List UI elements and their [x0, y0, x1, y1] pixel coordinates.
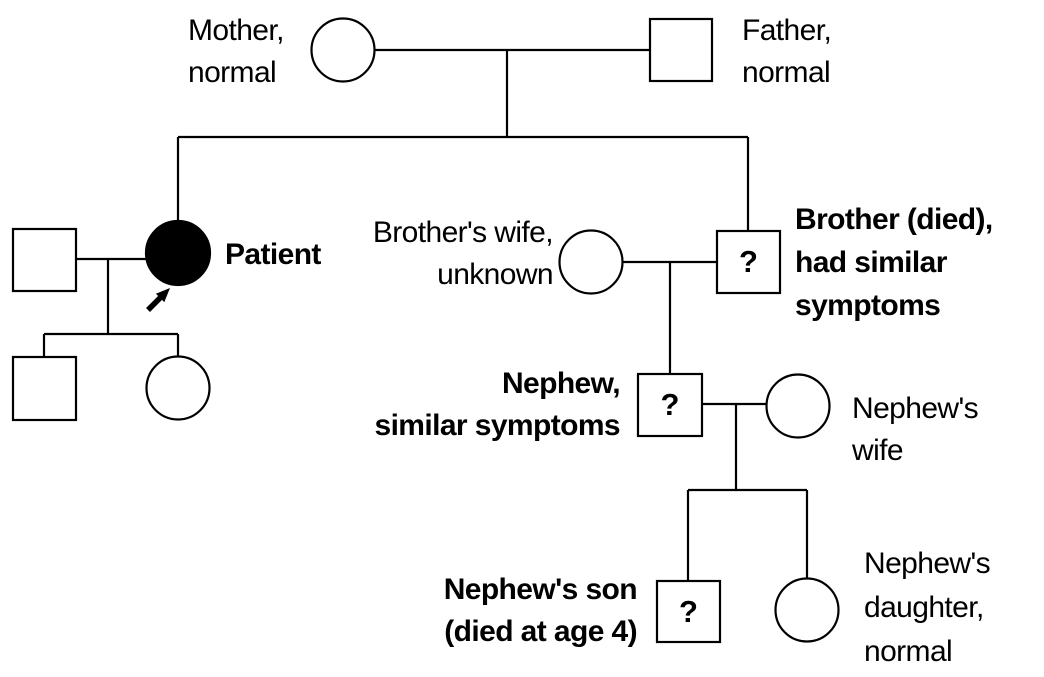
nephews-daughter-label: Nephew's daughter, normal [864, 547, 991, 668]
patients-daughter-symbol [145, 355, 211, 421]
father-symbol [648, 17, 714, 83]
patient-symbol [144, 219, 212, 287]
patients-husband-symbol [11, 227, 78, 293]
patient-label: Patient [225, 238, 321, 271]
nephews-son-label: Nephew's son (died at age 4) [443, 573, 638, 648]
brothers-wife-symbol [558, 229, 624, 295]
nephew-question-mark: ? [660, 387, 680, 422]
mother-label: Mother, normal [188, 14, 284, 89]
nephews-wife-symbol [765, 373, 831, 439]
brothers-wife-label: Brother's wife, unknown [372, 216, 554, 291]
nephews-wife-label: Nephew's wife [852, 392, 979, 467]
patients-son-symbol [11, 355, 78, 422]
nephews-son-symbol [655, 579, 722, 644]
proband-arrow-icon [146, 288, 170, 312]
nephew-symbol [636, 372, 704, 438]
brother-question-mark: ? [739, 244, 758, 279]
brother-symbol [715, 229, 782, 295]
nephews-daughter-symbol [774, 577, 840, 643]
nephews-son-question-mark: ? [679, 593, 698, 629]
nephew-label: Nephew, similar symptoms [374, 367, 620, 442]
mother-symbol [310, 17, 376, 83]
father-label: Father, normal [742, 14, 832, 89]
brother-label: Brother (died), had similar symptoms [795, 203, 993, 322]
